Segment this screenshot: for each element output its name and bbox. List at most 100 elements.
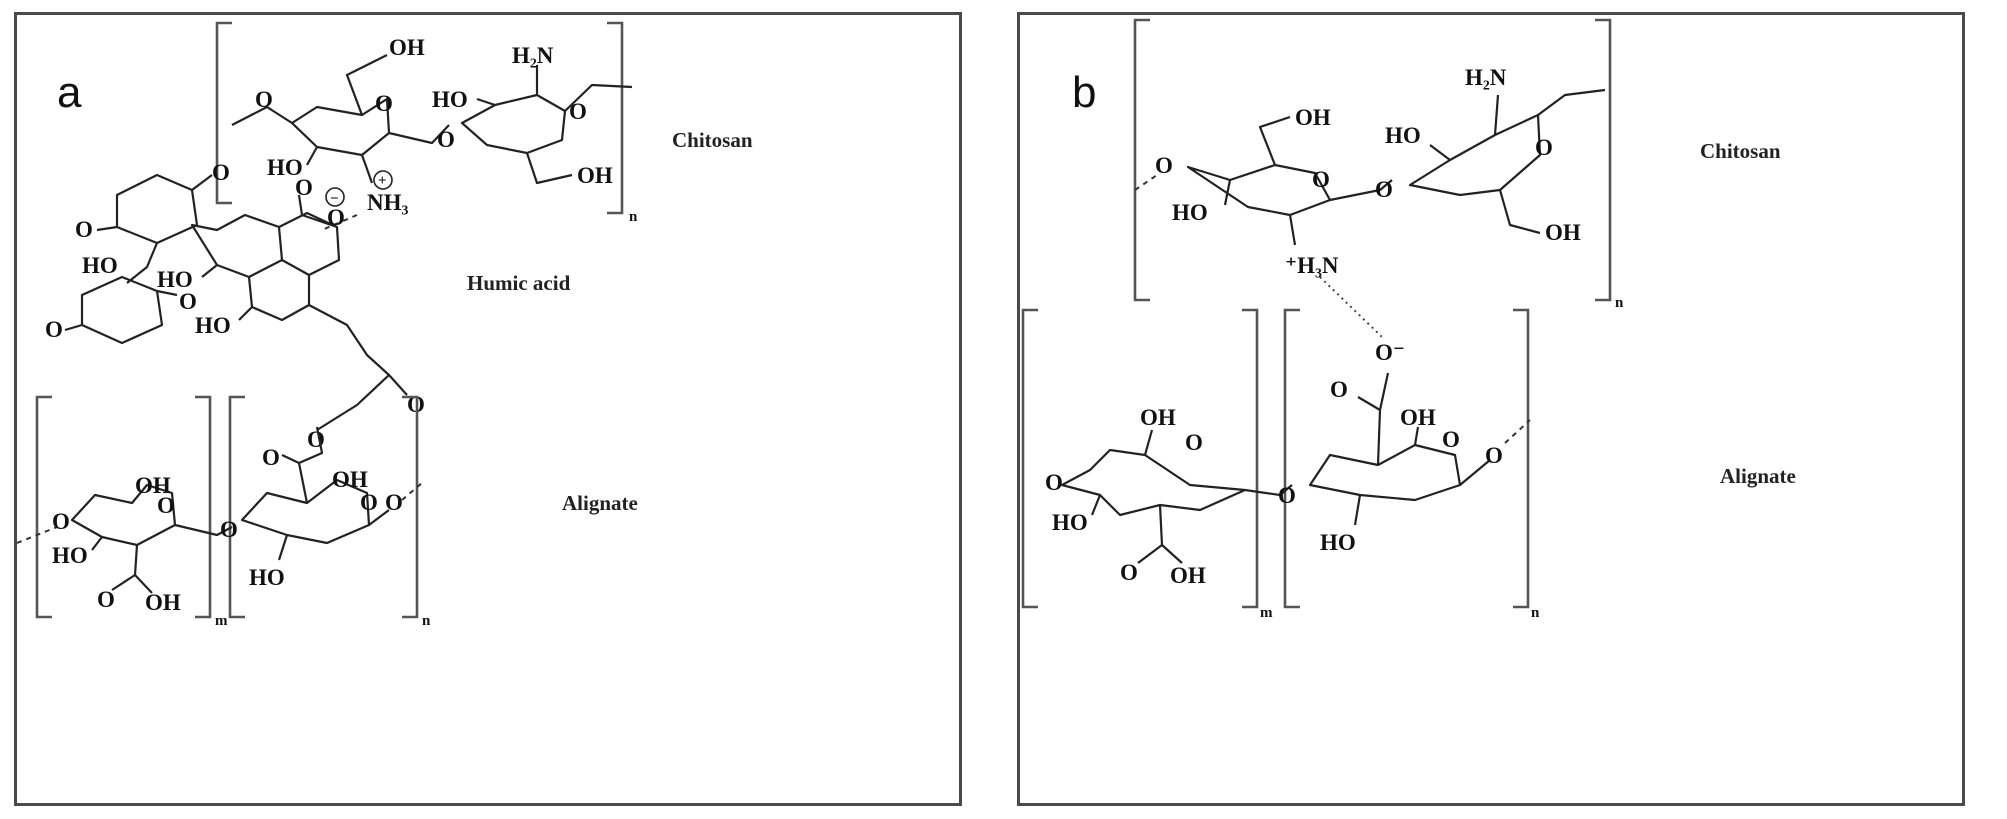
alginate-o-left-b: O (1045, 470, 1063, 495)
alginate-o-right-b: O (1485, 443, 1503, 468)
alginate-ring-1-b (1060, 448, 1247, 517)
humic-quinone-o-top-bond (191, 174, 213, 191)
alginate-chain-right-dashed-b (1504, 419, 1531, 444)
label-chitosan-a: Chitosan (672, 128, 753, 152)
chitosan-ho-1-b: HO (1172, 200, 1208, 225)
alginate-bracket-m-right (195, 395, 212, 619)
humic-ester-chain (308, 304, 391, 431)
humic-ho-2-bond (201, 264, 218, 278)
alginate-cooh-oh-b: OH (1170, 563, 1206, 588)
humic-quinone-o-left: O (75, 217, 93, 242)
humic-quinone-o-bottom-bond (64, 323, 83, 332)
alginate-glycosidic-o: O (220, 517, 238, 542)
chitosan-ho-bond-2 (476, 97, 496, 107)
alginate-ho-bond-2 (277, 534, 289, 561)
alginate-cooh-o-1: O (97, 587, 115, 612)
alginate-bracket-m-left (35, 395, 52, 619)
chitosan-oh-1: OH (389, 35, 425, 60)
humic-ho-1: HO (82, 253, 118, 278)
chitosan-chain-right-b (1537, 88, 1606, 116)
label-alignate-a: Alignate (562, 491, 638, 515)
chitosan-h2n-b: H₂N (1465, 65, 1507, 90)
chitosan-ch2oh-1-b (1258, 115, 1291, 166)
humic-ch-link (126, 242, 159, 284)
alginate-ring-1 (70, 483, 177, 547)
alginate-oh-1: OH (135, 473, 171, 498)
alginate-cooh-bond-b (1137, 504, 1183, 564)
panel-b-letter: b (1072, 68, 1096, 117)
carboxylate-minus-sign: − (330, 191, 339, 207)
humic-quinone-o-bottom: O (45, 317, 63, 342)
humic-ho-3-bond (238, 306, 253, 321)
alginate-ho-1-b: HO (1052, 510, 1088, 535)
chitosan-o-left: O (255, 87, 273, 112)
humic-ester-o: O (307, 427, 325, 452)
label-chitosan-b: Chitosan (1700, 139, 1781, 163)
alginate-repeat-n-b: n (1531, 605, 1540, 621)
alginate-ester-o-double: O (262, 445, 280, 470)
chitosan-ring-1-b (1186, 163, 1332, 217)
humic-quinone-o-right-bond (156, 289, 178, 297)
chitosan-chain-right (564, 83, 633, 112)
alginate-ring-2 (240, 478, 371, 545)
nh3-plus-sign: + (378, 173, 387, 189)
alginate-repeat-n: n (422, 613, 431, 629)
label-alignate-b: Alignate (1720, 464, 1796, 488)
alginate-ester-link (281, 426, 324, 504)
alginate-repeat-m: m (215, 613, 228, 629)
alginate-o-right-bond (368, 509, 390, 526)
alginate-ring-o-2: O (360, 490, 378, 515)
chitosan-nh3-bond (360, 154, 374, 184)
chitosan-h3n-b: ⁺H₃N (1285, 253, 1339, 278)
chitosan-h3n-bond-b (1288, 214, 1297, 246)
panel-a: a n OH O HO O NH₃ + O H₂N HO O OH Chitos… (14, 12, 962, 806)
chitosan-nh3: NH₃ (367, 190, 409, 215)
humic-quinone-ring-bottom (80, 275, 164, 345)
alginate-cooh-oh-1: OH (145, 590, 181, 615)
alginate-bracket-m-right-b (1242, 308, 1259, 609)
humic-ho-2: HO (157, 267, 193, 292)
alginate-bracket-n-left (228, 395, 245, 619)
chitosan-ho-bond-1 (306, 146, 318, 166)
chitosan-bracket-right (607, 21, 624, 215)
chitosan-bracket-right-b (1595, 18, 1612, 302)
chitosan-repeat-n-b: n (1615, 295, 1624, 311)
alginate-oh-1-b: OH (1140, 405, 1176, 430)
alginate-ho-bond-2-b (1353, 494, 1362, 526)
alginate-chain-right-dashed (401, 482, 423, 501)
alginate-ring-o-1: O (157, 493, 175, 518)
chitosan-ring-o-1-b: O (1312, 167, 1330, 192)
chitosan-oh-2: OH (577, 163, 613, 188)
alginate-ho-bond-1 (91, 536, 103, 551)
alginate-bracket-n-right (402, 395, 419, 619)
humic-aromatic-ring-1 (190, 213, 284, 279)
alginate-bracket-m-left-b (1021, 308, 1038, 609)
panel-a-diagram: a n OH O HO O NH₃ + O H₂N HO O OH Chitos… (17, 21, 753, 629)
alginate-ho-2: HO (249, 565, 285, 590)
chitosan-ho-1: HO (267, 155, 303, 180)
alginate-ring-o-1-b: O (1185, 430, 1203, 455)
chitosan-ring-o-1: O (375, 91, 393, 116)
chitosan-ring-1 (290, 97, 391, 157)
chitosan-glycosidic-o-b: O (1375, 177, 1393, 202)
humic-quinone-ring-top (115, 173, 199, 245)
chitosan-ho-bond-2-b (1429, 144, 1451, 161)
panel-b-diagram: b n O OH O HO ⁺H₃N O H₂N HO O OH Chitosa… (1021, 18, 1796, 621)
humic-carboxylate-o-double: O (295, 175, 313, 200)
chitosan-repeat-n: n (629, 209, 638, 225)
alginate-chain-left-dashed (17, 526, 58, 544)
alginate-glycosidic-bond-b (1244, 484, 1293, 497)
alginate-cooh-o-b: O (1120, 560, 1138, 585)
humic-quinone-o-right: O (179, 289, 197, 314)
panel-a-letter: a (57, 68, 82, 117)
alginate-oh-2-b: OH (1400, 405, 1436, 430)
label-humic-acid: Humic acid (467, 271, 571, 295)
carboxylate-minus-charge-circle (325, 187, 345, 207)
alginate-glycosidic-bond (174, 523, 233, 537)
alginate-oh-bond-2-b (1413, 426, 1420, 446)
chitosan-ring-o-2: O (569, 99, 587, 124)
humic-ester-carbonyl-bond (388, 374, 408, 396)
alginate-oh-bond-1-b (1143, 429, 1154, 456)
alginate-ho-2-b: HO (1320, 530, 1356, 555)
humic-carboxylate-bond (297, 194, 338, 229)
